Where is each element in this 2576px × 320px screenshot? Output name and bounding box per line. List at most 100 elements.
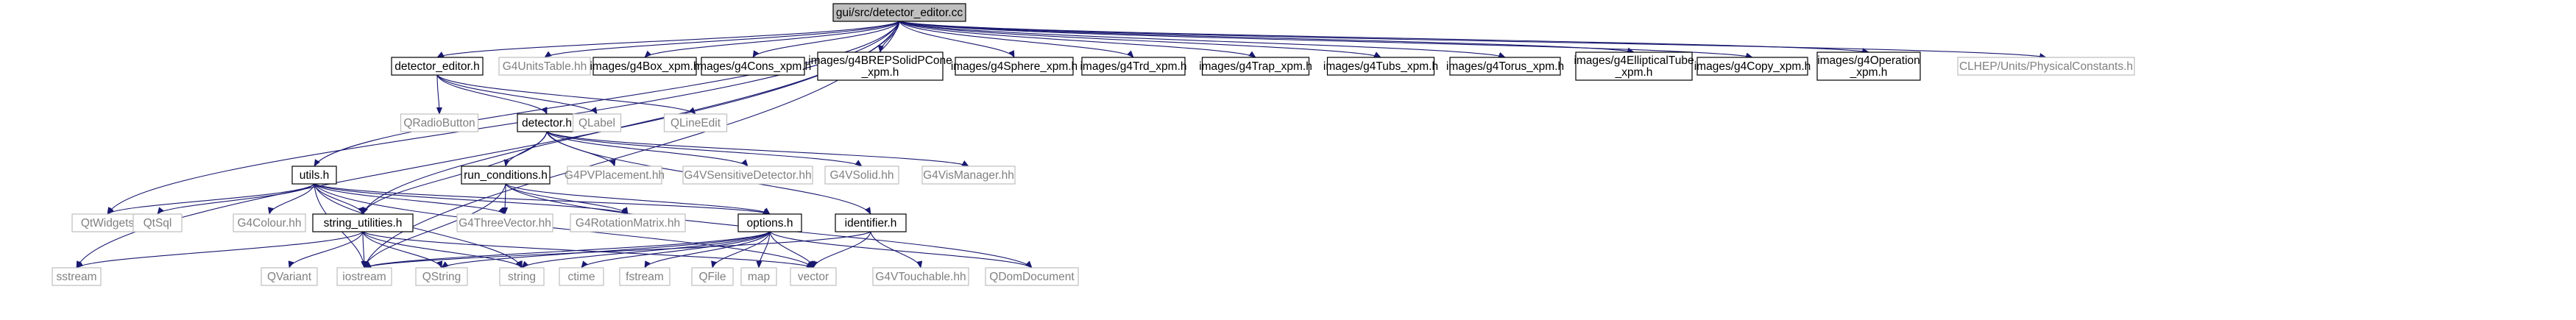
node-g4cons[interactable]: images/g4Cons_xpm.h bbox=[695, 57, 812, 76]
node-box bbox=[1816, 51, 1921, 81]
node-box bbox=[1081, 57, 1186, 76]
node-options-h[interactable]: options.h bbox=[737, 213, 802, 232]
node-detector-editor-h[interactable]: detector_editor.h bbox=[391, 57, 484, 76]
node-box bbox=[572, 113, 622, 132]
node-label: images/g4Box_xpm.h bbox=[590, 60, 699, 73]
edge-detector_h-to-g4vsolid bbox=[546, 131, 863, 167]
edge-string_utilities_h-to-vector bbox=[362, 231, 814, 269]
node-label: G4RotationMatrix.hh bbox=[576, 217, 680, 230]
node-g4threevector: G4ThreeVector.hh bbox=[456, 213, 553, 232]
node-identifier-h[interactable]: identifier.h bbox=[835, 213, 907, 232]
node-label: G4VSolid.hh bbox=[829, 169, 894, 182]
edge-detector_editor_h-to-qradiobutton bbox=[436, 74, 442, 115]
node-box bbox=[985, 267, 1079, 286]
node-g4box[interactable]: images/g4Box_xpm.h bbox=[590, 57, 700, 76]
node-label: detector_editor.h bbox=[394, 60, 479, 73]
edge-options_h-to-fstream bbox=[644, 231, 771, 269]
edge-options_h-to-iostream bbox=[364, 231, 771, 269]
node-g4trap[interactable]: images/g4Trap_xpm.h bbox=[1199, 57, 1312, 76]
node-label: QDomDocument bbox=[989, 271, 1075, 283]
node-qstring: QString bbox=[415, 267, 468, 286]
node-run-conditions-h[interactable]: run_conditions.h bbox=[461, 166, 551, 185]
node-clhep: CLHEP/Units/PhysicalConstants.h bbox=[1957, 57, 2135, 76]
node-g4vismanager: G4VisManager.hh bbox=[921, 166, 1016, 185]
edge-utils_h-to-qtwidgets bbox=[107, 183, 315, 215]
edge-utils_h-to-g4threevector bbox=[314, 183, 506, 215]
node-label: G4Colour.hh bbox=[237, 217, 301, 230]
edge-root-to-qtwidgets bbox=[107, 21, 900, 215]
node-box bbox=[456, 213, 553, 232]
node-g4sphere[interactable]: images/g4Sphere_xpm.h bbox=[951, 57, 1078, 76]
node-box bbox=[835, 213, 907, 232]
node-g4brep[interactable]: images/g4BREPSolidPCone_xpm.h bbox=[808, 51, 952, 81]
node-qtsql: QtSql bbox=[132, 213, 183, 232]
node-qradiobutton: QRadioButton bbox=[400, 113, 479, 132]
node-label: detector.h bbox=[522, 117, 572, 129]
node-qdomdocument: QDomDocument bbox=[985, 267, 1079, 286]
node-g4copy[interactable]: images/g4Copy_xpm.h bbox=[1694, 57, 1811, 76]
node-box bbox=[619, 267, 670, 286]
node-utils-h[interactable]: utils.h bbox=[291, 166, 337, 185]
node-box bbox=[872, 267, 969, 286]
node-g4torus[interactable]: images/g4Torus_xpm.h bbox=[1446, 57, 1564, 76]
edge-run_conditions_h-to-options_h bbox=[505, 183, 771, 215]
node-box bbox=[498, 57, 591, 76]
node-label: _xpm.h bbox=[1615, 66, 1653, 79]
node-label: QLineEdit bbox=[670, 117, 721, 129]
edge-root-to-clhep bbox=[899, 21, 2047, 60]
node-box bbox=[132, 213, 183, 232]
node-g4vsensitive: G4VSensitiveDetector.hh bbox=[682, 166, 813, 185]
edge-root-to-g4sphere bbox=[899, 21, 1015, 58]
node-box bbox=[415, 267, 468, 286]
node-g4trd[interactable]: images/g4Trd_xpm.h bbox=[1080, 57, 1187, 76]
node-box bbox=[71, 213, 144, 232]
edge-root-to-g4cons bbox=[752, 21, 900, 58]
edge-utils_h-to-g4rotationmatrix bbox=[314, 183, 629, 215]
node-string-utilities-h[interactable]: string_utilities.h bbox=[312, 213, 414, 232]
node-label: images/g4Operation bbox=[1817, 54, 1920, 67]
node-g4elliptical[interactable]: images/g4EllipticalTube_xpm.h bbox=[1574, 51, 1694, 81]
node-root[interactable]: gui/src/detector_editor.cc bbox=[832, 3, 966, 22]
node-qlabel: QLabel bbox=[572, 113, 622, 132]
node-qlineedit: QLineEdit bbox=[663, 113, 728, 132]
node-qfile: QFile bbox=[691, 267, 734, 286]
node-label: images/g4Trd_xpm.h bbox=[1080, 60, 1186, 73]
node-sstream: sstream bbox=[52, 267, 102, 286]
node-g4tubs[interactable]: images/g4Tubs_xpm.h bbox=[1323, 57, 1438, 76]
edge-root-to-g4box bbox=[644, 21, 900, 58]
node-box bbox=[663, 113, 728, 132]
node-box bbox=[1575, 51, 1693, 81]
node-label: iostream bbox=[342, 271, 386, 283]
edge-options_h-to-qfile bbox=[711, 231, 771, 269]
node-detector-h[interactable]: detector.h bbox=[517, 113, 577, 132]
edge-options_h-to-vector bbox=[769, 231, 815, 269]
node-label: identifier.h bbox=[845, 217, 897, 230]
node-label: options.h bbox=[747, 217, 793, 230]
edge-detector_editor_h-to-qlabel bbox=[436, 74, 598, 115]
node-label: ctime bbox=[567, 271, 595, 283]
node-box bbox=[1449, 57, 1561, 76]
edge-root-to-g4trd bbox=[899, 21, 1134, 58]
edge-string_utilities_h-to-sstream bbox=[76, 231, 364, 269]
node-box bbox=[737, 213, 802, 232]
node-box bbox=[400, 113, 479, 132]
node-box bbox=[261, 267, 318, 286]
node-label: utils.h bbox=[300, 169, 330, 182]
node-label: QVariant bbox=[267, 271, 312, 283]
node-box bbox=[955, 57, 1074, 76]
edge-root-to-g4unitstable bbox=[544, 21, 900, 58]
edge-identifier_h-to-g4vtouchable bbox=[870, 231, 923, 269]
node-label: images/g4Cons_xpm.h bbox=[695, 60, 812, 73]
node-label: G4UnitsTable.hh bbox=[503, 60, 587, 73]
node-g4rotationmatrix: G4RotationMatrix.hh bbox=[570, 213, 686, 232]
node-box bbox=[592, 57, 697, 76]
node-box bbox=[921, 166, 1016, 185]
edge-options_h-to-map bbox=[756, 231, 771, 269]
edge-root-to-utils_h bbox=[314, 21, 900, 167]
node-box bbox=[570, 213, 686, 232]
node-qvariant: QVariant bbox=[261, 267, 318, 286]
edge-utils_h-to-string bbox=[314, 183, 523, 269]
edge-detector_h-to-g4vsensitive bbox=[546, 131, 749, 167]
node-box bbox=[517, 113, 577, 132]
node-g4operation[interactable]: images/g4Operation_xpm.h bbox=[1816, 51, 1921, 81]
